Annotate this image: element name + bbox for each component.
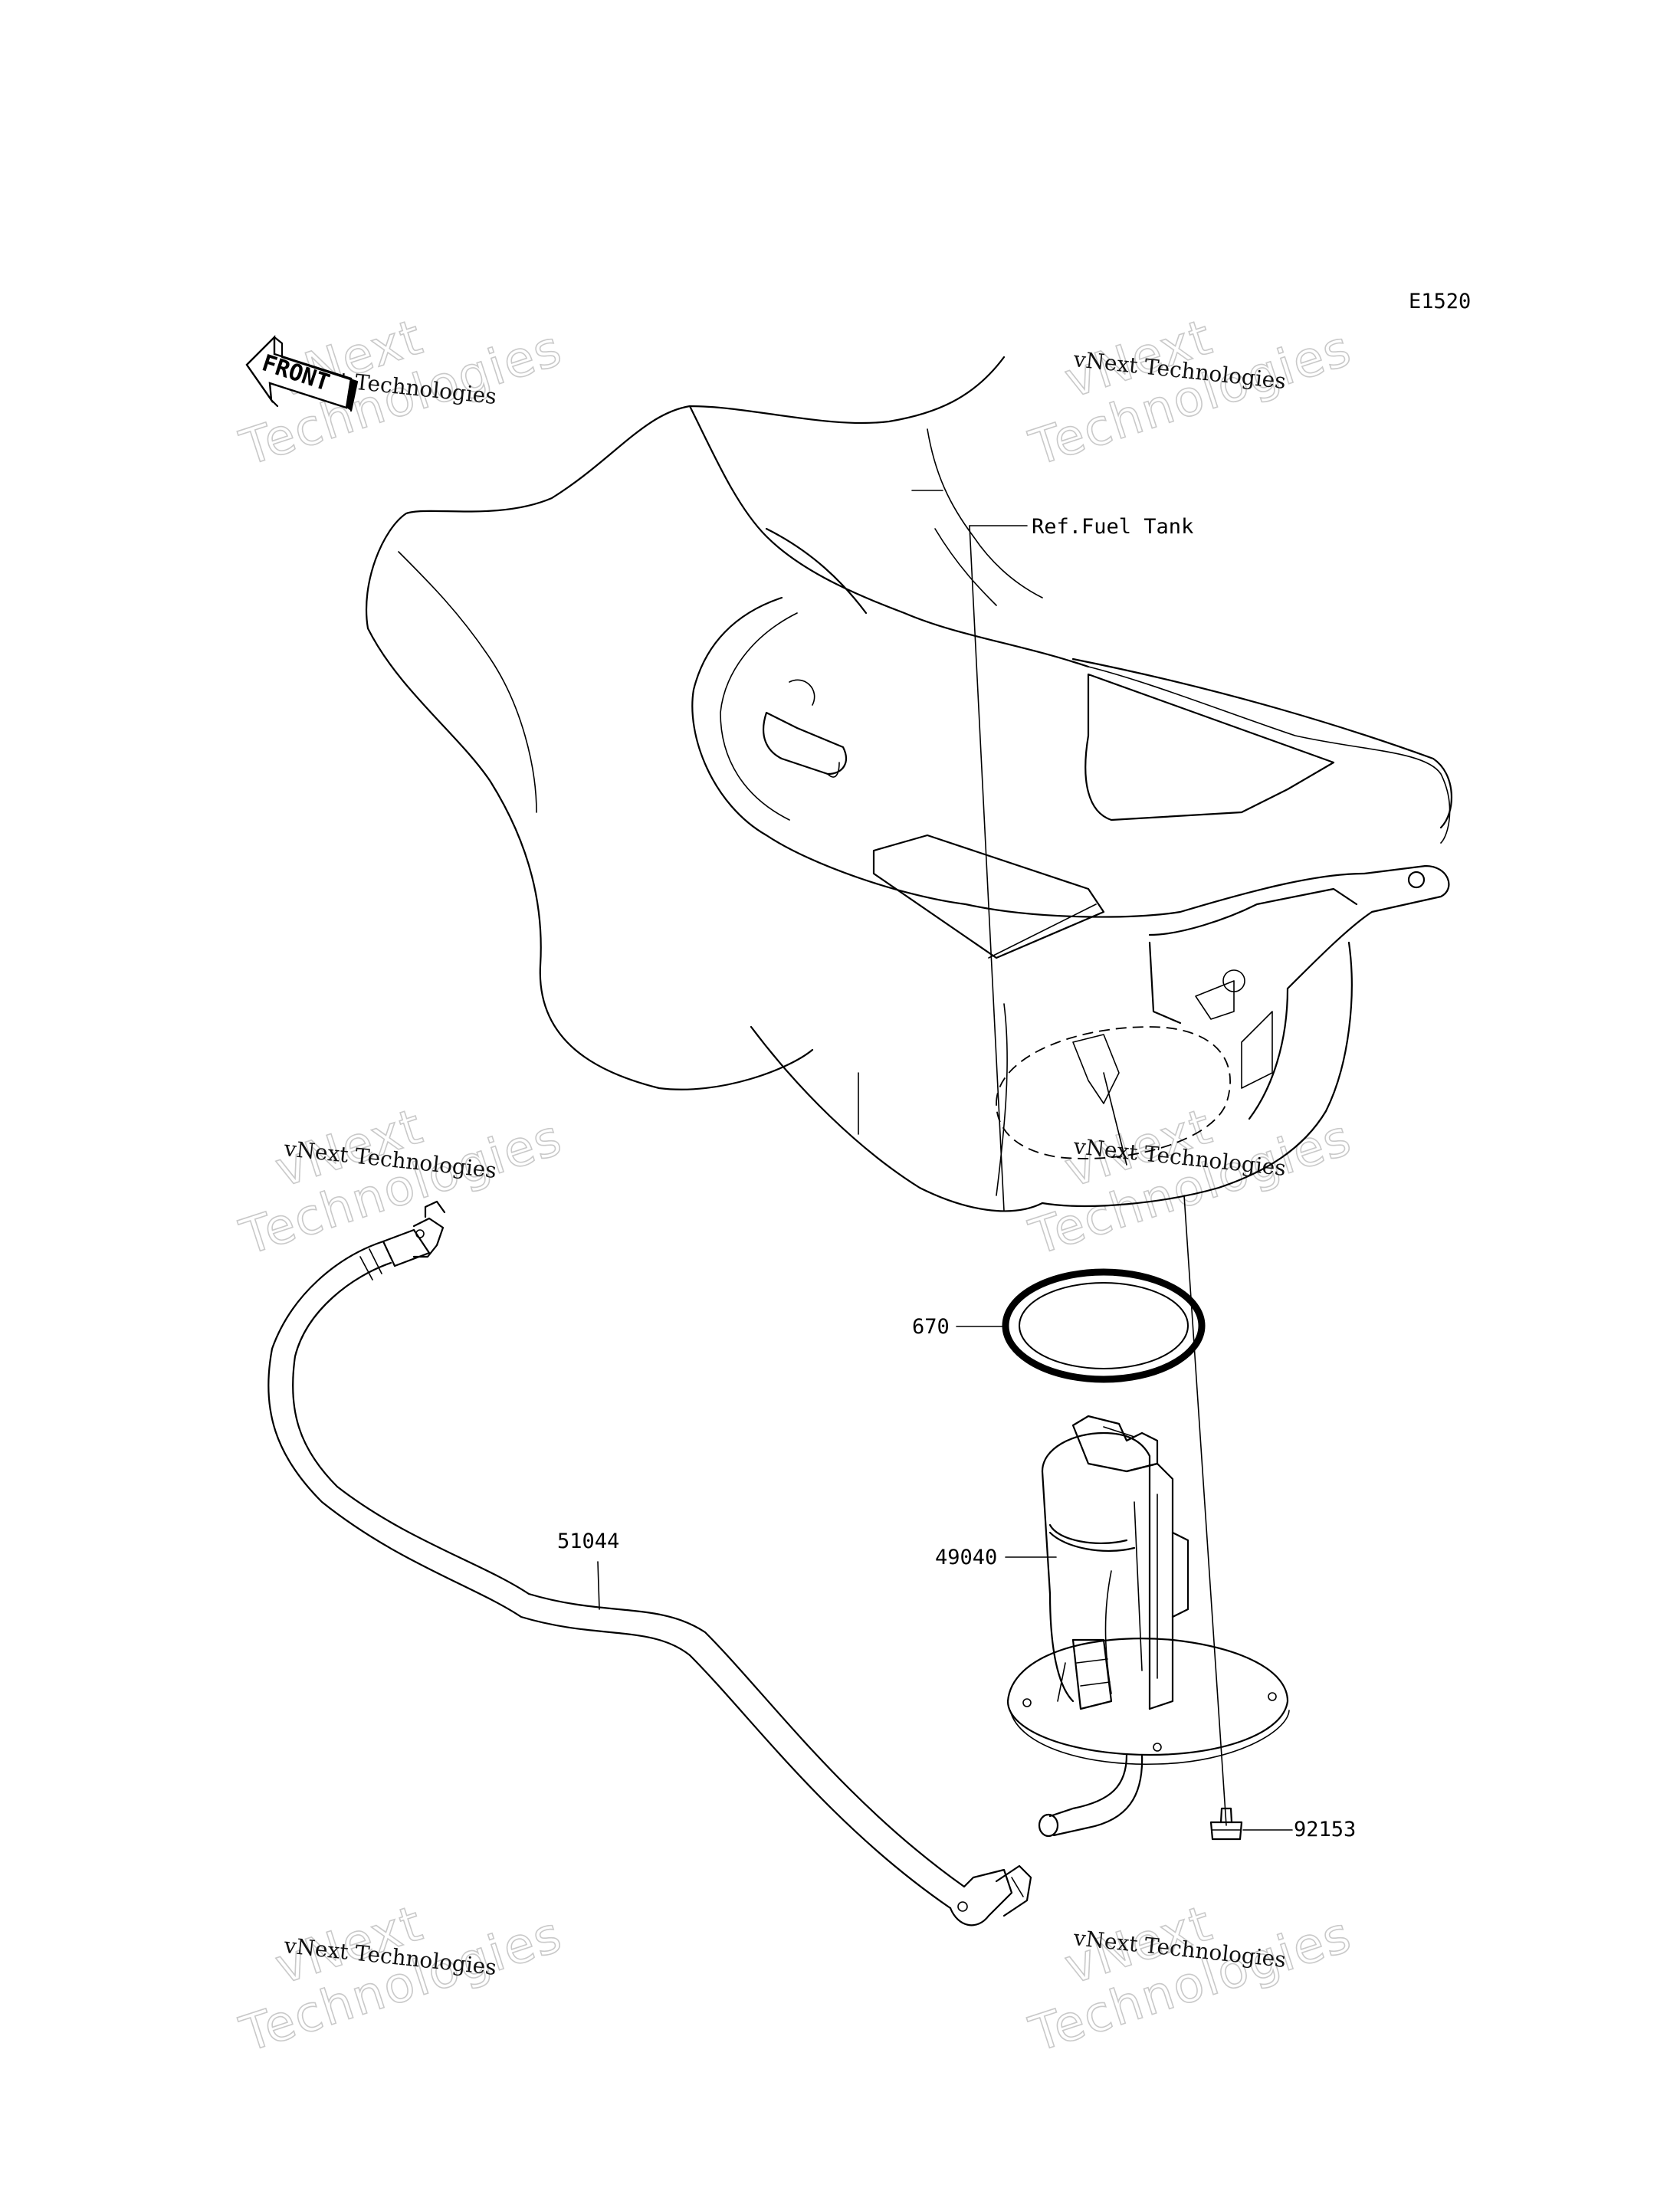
fuel-hose <box>267 1200 1032 1926</box>
fuel-hose-part-number: 51044 <box>557 1530 619 1553</box>
fuel-tank-ref-label: Ref.Fuel Tank <box>1032 515 1193 539</box>
bolt-leader-line <box>1183 1195 1227 1826</box>
diagram-id: E1520 <box>1409 290 1471 313</box>
bolt <box>1209 1807 1243 1841</box>
fuel-pump-part-number: 49040 <box>935 1546 997 1569</box>
fuel-tank <box>365 356 1453 1212</box>
o-ring <box>1002 1268 1206 1383</box>
bolt-part-number: 92153 <box>1294 1818 1356 1841</box>
fuel-hose-leader <box>597 1561 600 1610</box>
fuel-pump-assembly <box>1006 1415 1290 1838</box>
o-ring-part-number: 670 <box>912 1315 950 1339</box>
